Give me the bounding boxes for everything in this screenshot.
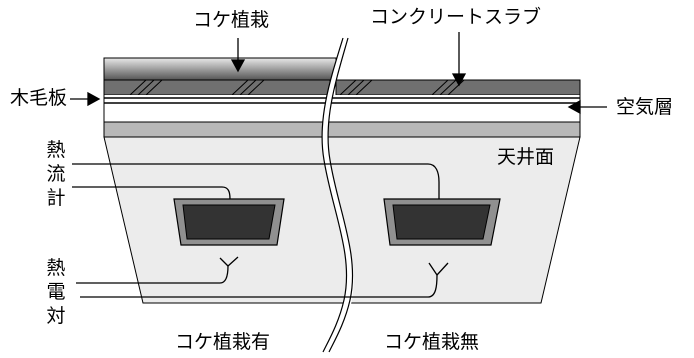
label-wood-wool-board: 木毛板 [10, 87, 68, 109]
hatch-right [339, 80, 465, 95]
label-with-moss: コケ植栽有 [175, 331, 271, 353]
label-ceiling-surface: 天井面 [497, 146, 555, 168]
label-thermocouple: 熱電対 [46, 257, 66, 327]
hatch-left [129, 80, 265, 95]
label-heat-flow-meter: 熱流計 [46, 139, 66, 209]
label-moss-planting: コケ植栽 [193, 9, 270, 31]
heat-flow-meter-right [383, 198, 501, 246]
label-concrete-slab: コンクリートスラブ [370, 6, 542, 28]
wood-wool-board [103, 121, 581, 138]
break-line-right [327, 37, 354, 353]
pointer-arrows [70, 32, 607, 115]
heat-flow-meter-left [173, 198, 285, 246]
label-without-moss: コケ植栽無 [384, 331, 480, 353]
label-air-layer: 空気層 [616, 96, 674, 118]
moss-layer [103, 57, 337, 81]
sensor-wires [72, 163, 449, 298]
air-layer [104, 95, 580, 107]
break-line-left [321, 37, 348, 353]
